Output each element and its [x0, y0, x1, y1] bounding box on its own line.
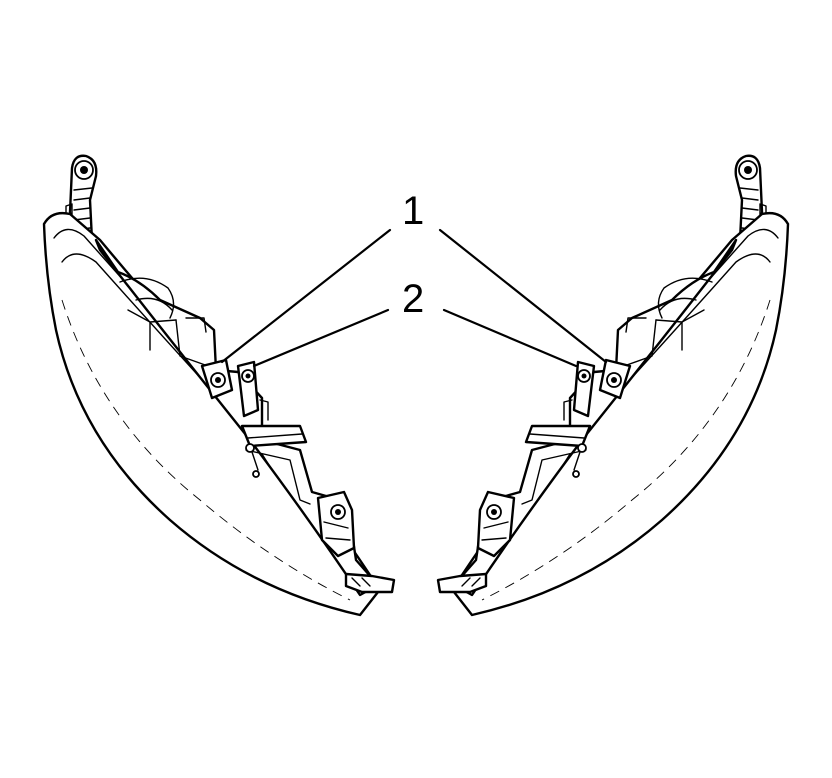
leader-1-left	[220, 228, 392, 364]
leader-2-left	[252, 308, 390, 368]
callout-label-2: 2	[402, 277, 424, 321]
mount-post-2-left	[236, 360, 269, 421]
mount-bolt-1-right	[598, 358, 632, 400]
lens-left	[42, 211, 380, 617]
lower-bracket-right	[476, 490, 516, 558]
leader-1-right	[438, 228, 608, 364]
lower-bracket-left	[316, 490, 356, 558]
lens-right	[452, 211, 790, 617]
headlamp-left	[42, 154, 396, 617]
callout-label-1: 1	[402, 189, 424, 233]
leader-2-right	[442, 308, 578, 368]
connector-right	[436, 572, 488, 594]
headlamp-right	[436, 154, 790, 617]
mount-bolt-1-left	[200, 358, 234, 400]
connector-left	[344, 572, 396, 594]
callout-leaders	[220, 228, 608, 368]
mount-post-2-right	[563, 360, 596, 421]
